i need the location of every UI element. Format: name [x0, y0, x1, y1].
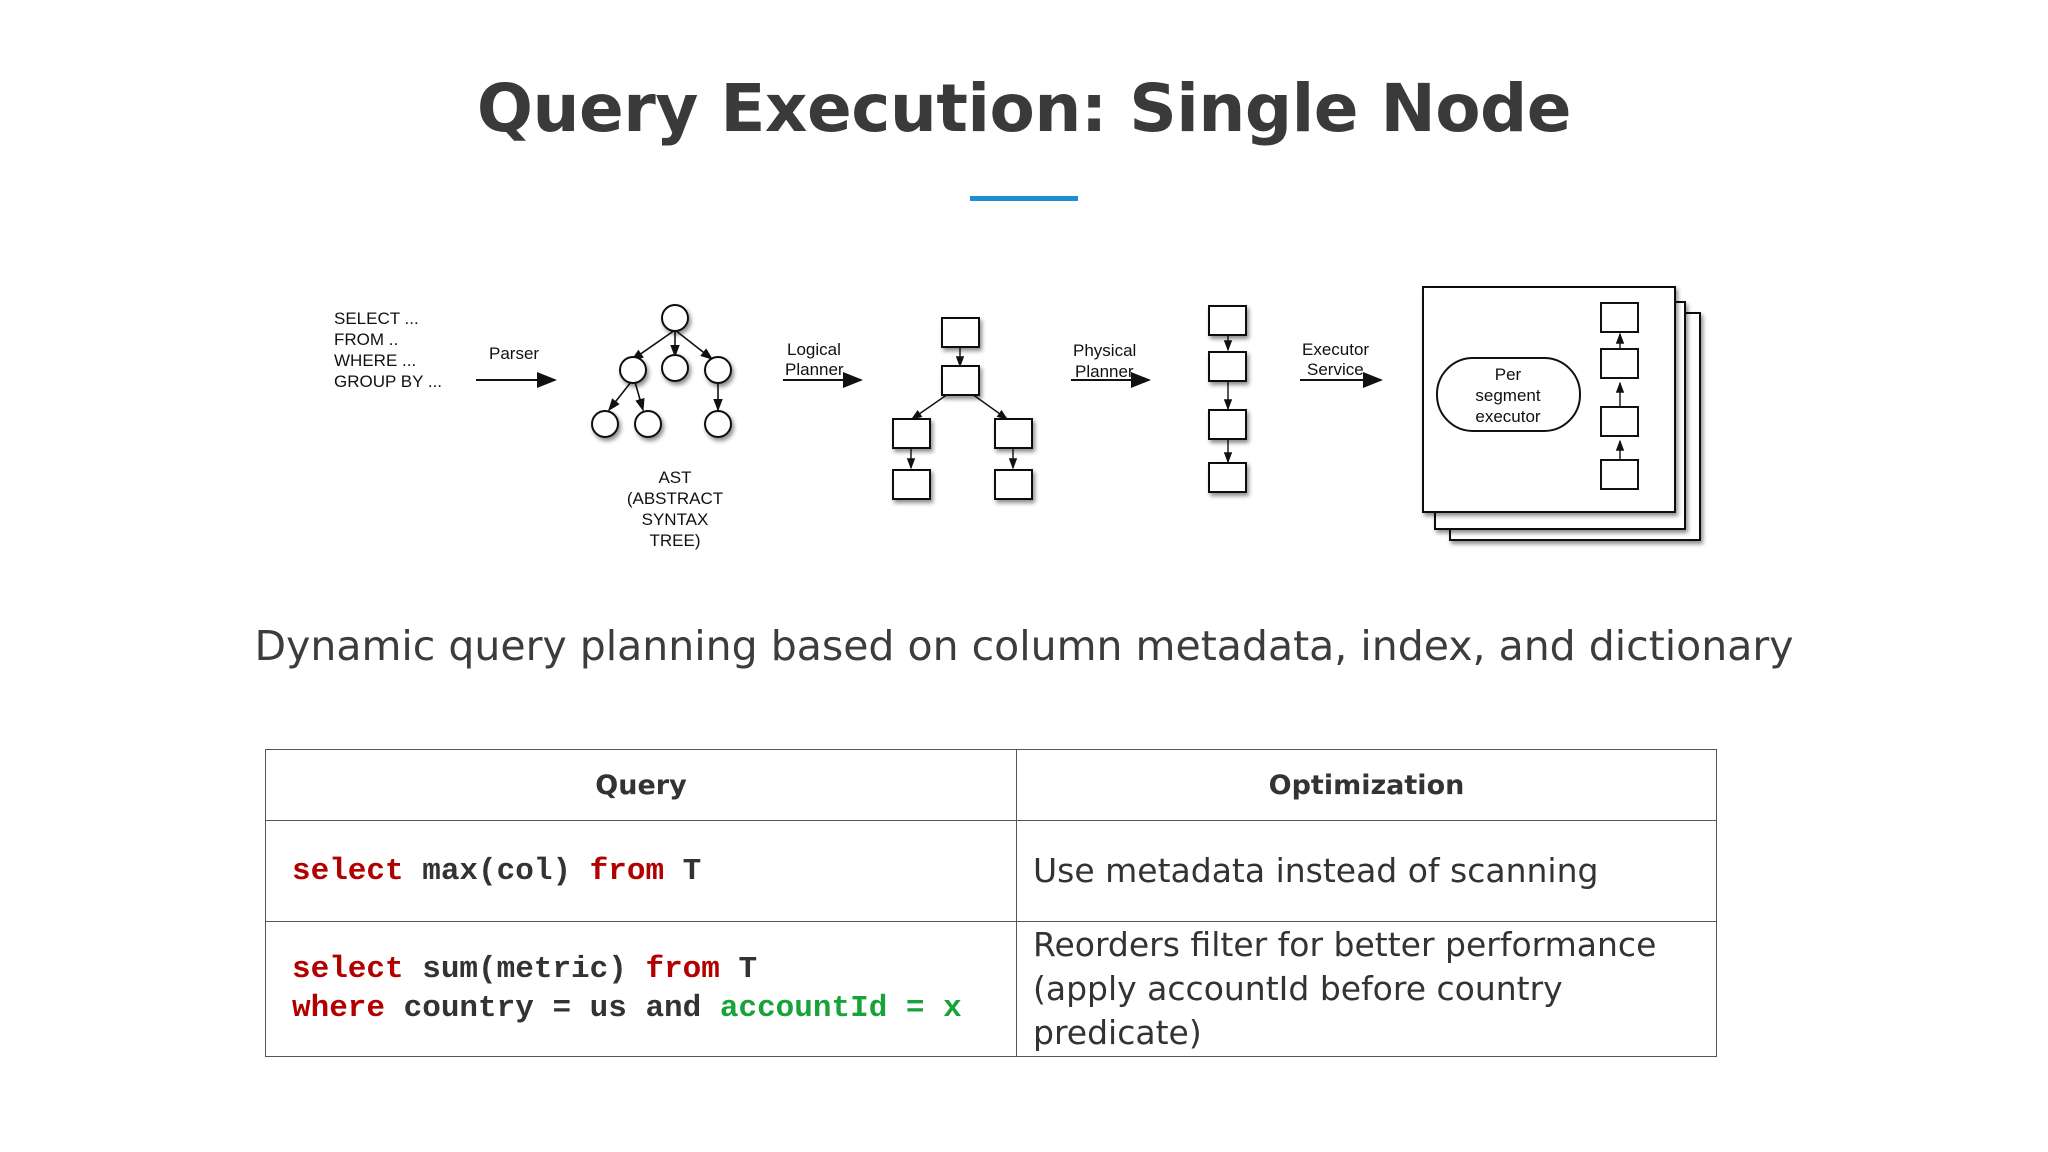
- header-optimization: Optimization: [1016, 749, 1717, 821]
- physical-node: [1208, 351, 1247, 382]
- ast-node: [704, 410, 732, 438]
- table-row: select sum(metric) from T where country …: [265, 921, 1717, 1057]
- query-execution-diagram: SELECT ... FROM .. WHERE ... GROUP BY ..…: [334, 286, 1701, 550]
- physical-planner-label: Physical: [1073, 341, 1136, 360]
- header-query: Query: [265, 749, 1017, 821]
- optimization-line: (apply accountId before country predicat…: [1033, 969, 1563, 1052]
- ast-tree: [608, 329, 723, 412]
- per-segment-label: executor: [1475, 407, 1541, 426]
- sql-text: country = us and: [385, 991, 720, 1026]
- segment-node: [1600, 459, 1639, 490]
- segment-node: [1600, 302, 1639, 333]
- subtitle: Dynamic query planning based on column m…: [254, 622, 1794, 670]
- logical-plan: [906, 348, 1018, 470]
- physical-planner-label: Planner: [1075, 362, 1134, 381]
- sql-text: sum(metric): [403, 952, 646, 987]
- plan-node: [892, 469, 931, 500]
- sql-highlight: accountId = x: [719, 991, 962, 1026]
- plan-node: [994, 469, 1033, 500]
- sql-text: T: [719, 952, 758, 987]
- per-segment-label: segment: [1475, 386, 1540, 405]
- executor-service-label: Service: [1307, 360, 1364, 379]
- ast-node: [661, 354, 689, 382]
- sql-text: max(col): [403, 853, 590, 889]
- sql-keyword: select: [292, 952, 404, 987]
- sql-keyword: where: [292, 991, 386, 1026]
- logical-planner-label: Logical: [787, 340, 841, 359]
- physical-node: [1208, 462, 1247, 493]
- sql-keyword: from: [645, 952, 720, 987]
- ast-node: [661, 304, 689, 332]
- optimization-table: Query Optimization select max(col) from …: [265, 749, 1717, 1057]
- physical-node: [1208, 305, 1247, 336]
- sql-text: T: [664, 853, 702, 889]
- logical-planner-label: Planner: [785, 360, 844, 379]
- table-header-row: Query Optimization: [265, 749, 1717, 821]
- plan-node: [941, 365, 980, 396]
- optimization-line: Reorders filter for better performance: [1033, 925, 1657, 964]
- ast-node: [591, 410, 619, 438]
- page-title: Query Execution: Single Node: [476, 70, 1572, 147]
- query-cell: select sum(metric) from T where country …: [265, 921, 1017, 1057]
- ast-label: SYNTAX: [642, 510, 709, 529]
- parser-label: Parser: [489, 344, 539, 363]
- table-row: select max(col) from T Use metadata inst…: [265, 820, 1717, 922]
- optimization-cell: Use metadata instead of scanning: [1016, 820, 1717, 922]
- sql-line: WHERE ...: [334, 351, 416, 370]
- plan-node: [941, 317, 980, 348]
- plan-node: [892, 418, 931, 449]
- executor-service-label: Executor: [1302, 340, 1369, 359]
- segment-node: [1600, 406, 1639, 437]
- ast-label: (ABSTRACT: [627, 489, 723, 508]
- optimization-cell: Reorders filter for better performance (…: [1016, 921, 1717, 1057]
- segment-node: [1600, 348, 1639, 379]
- sql-keyword: select: [292, 853, 404, 889]
- ast-label: AST: [658, 468, 691, 487]
- sql-line: SELECT ...: [334, 309, 419, 328]
- title-accent-bar: [970, 196, 1078, 201]
- physical-node: [1208, 409, 1247, 440]
- ast-node: [704, 356, 732, 384]
- per-segment-label: Per: [1495, 365, 1522, 384]
- ast-node: [619, 356, 647, 384]
- plan-node: [994, 418, 1033, 449]
- ast-node: [634, 410, 662, 438]
- per-segment-executor: [1436, 357, 1581, 432]
- sql-line: FROM ..: [334, 330, 398, 349]
- sql-line: GROUP BY ...: [334, 372, 442, 391]
- sql-keyword: from: [589, 853, 665, 889]
- ast-label: TREE): [650, 531, 701, 550]
- query-cell: select max(col) from T: [265, 820, 1017, 922]
